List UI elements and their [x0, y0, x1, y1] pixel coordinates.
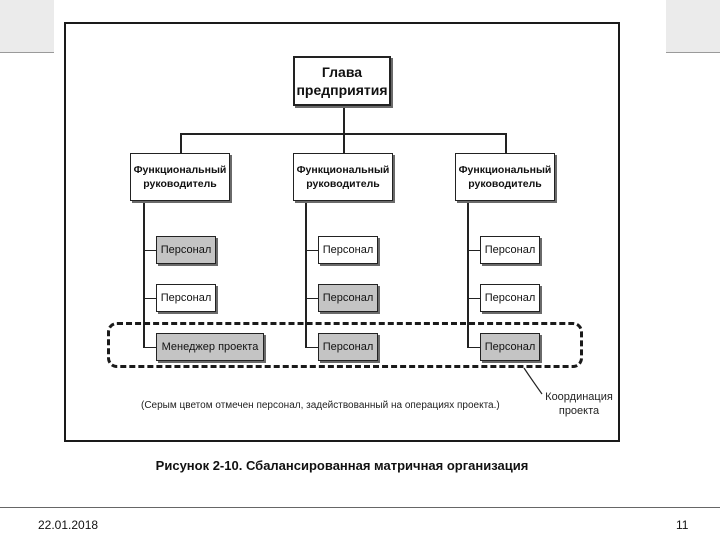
staff-box-1-1: Персонал: [156, 236, 216, 264]
footer-date: 22.01.2018: [38, 518, 99, 532]
branch-1-1: [143, 250, 156, 251]
branch-2-1: [305, 250, 318, 251]
legend-note: (Серым цветом отмечен персонал, задейств…: [141, 400, 500, 411]
staff-box-2-3: Персонал: [318, 333, 378, 361]
staff-box-2-2: Персонал: [318, 284, 378, 312]
staff-label-3-3: Персонал: [484, 341, 536, 353]
header-bar-right: [666, 0, 720, 53]
branch-2-3: [305, 347, 318, 348]
staff-label-2-3: Персонал: [322, 341, 374, 353]
staff-label-1-2: Персонал: [160, 292, 212, 304]
branch-1-2: [143, 298, 156, 299]
staff-box-1-2: Персонал: [156, 284, 216, 312]
branch-3-1: [467, 250, 480, 251]
functional-manager-1: Функциональный руководитель: [130, 153, 230, 201]
head-line-2: предприятия: [296, 82, 388, 98]
coordination-pointer: [523, 367, 543, 395]
project-manager-box: Менеджер проекта: [156, 333, 264, 361]
page-number: 11: [676, 518, 689, 532]
branch-1-3: [143, 347, 156, 348]
column-spine-2: [305, 202, 307, 348]
functional-manager-3: Функциональный руководитель: [455, 153, 555, 201]
head-line-1: Глава: [321, 64, 363, 80]
functional-manager-1-line-2: руководитель: [143, 178, 217, 190]
staff-box-3-3: Персонал: [480, 333, 540, 361]
functional-manager-3-line-2: руководитель: [468, 178, 542, 190]
header-bar-left: [0, 0, 54, 53]
coordination-line-1: Координация: [545, 391, 613, 403]
staff-box-3-2: Персонал: [480, 284, 540, 312]
column-spine-1: [143, 202, 145, 348]
staff-label-2-2: Персонал: [322, 292, 374, 304]
connector-to-func-1: [180, 133, 182, 153]
staff-label-1-1: Персонал: [160, 244, 212, 256]
functional-manager-1-line-1: Функциональный: [133, 164, 227, 176]
staff-label-3-1: Персонал: [484, 244, 536, 256]
project-manager-label: Менеджер проекта: [161, 341, 259, 353]
coordination-label: Координация проекта: [538, 390, 620, 418]
branch-3-3: [467, 347, 480, 348]
footer-divider: [0, 507, 720, 508]
column-spine-3: [467, 202, 469, 348]
connector-head-down: [343, 106, 345, 134]
connector-to-func-3: [505, 133, 507, 153]
staff-box-3-1: Персонал: [480, 236, 540, 264]
functional-manager-2-line-2: руководитель: [306, 178, 380, 190]
head-node: Глава предприятия: [293, 56, 391, 106]
project-coordination-outline: [107, 322, 583, 368]
connector-to-func-2: [343, 133, 345, 153]
functional-manager-2: Функциональный руководитель: [293, 153, 393, 201]
functional-manager-2-line-1: Функциональный: [296, 164, 390, 176]
branch-2-2: [305, 298, 318, 299]
coordination-line-2: проекта: [558, 405, 600, 417]
staff-box-2-1: Персонал: [318, 236, 378, 264]
branch-3-2: [467, 298, 480, 299]
staff-label-2-1: Персонал: [322, 244, 374, 256]
staff-label-3-2: Персонал: [484, 292, 536, 304]
figure-caption: Рисунок 2-10. Сбалансированная матричная…: [155, 458, 529, 473]
functional-manager-3-line-1: Функциональный: [458, 164, 552, 176]
